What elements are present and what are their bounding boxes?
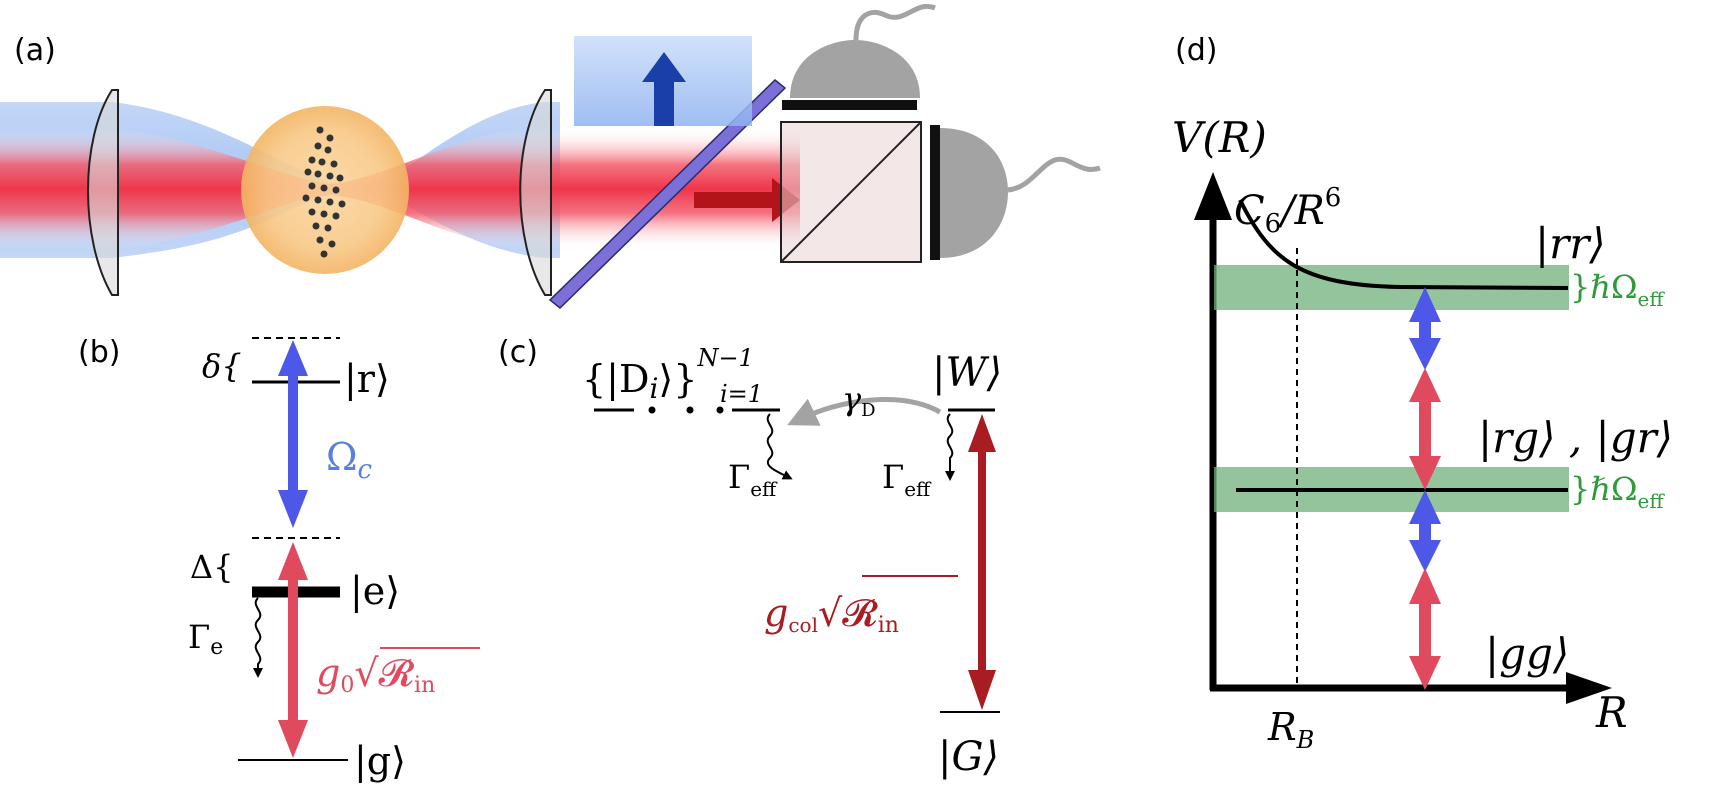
gamma-e-decay bbox=[253, 597, 263, 678]
red-arrow-lower bbox=[1409, 568, 1441, 690]
right-detector bbox=[930, 125, 1101, 260]
gamma-eff-decay-W bbox=[945, 413, 955, 481]
delta-brace: δ{ bbox=[202, 347, 242, 385]
top-detector bbox=[782, 3, 936, 110]
panel-a-label: (a) bbox=[14, 33, 56, 68]
blue-arrow-lower bbox=[1409, 490, 1441, 572]
ket-G-label: |G⟩ bbox=[938, 734, 999, 780]
panel-b: (b) δ{ |r⟩ Ωc Δ{ |e⟩ Γe g0√𝓡in |g⟩ bbox=[78, 335, 480, 783]
dark-states-label: {|Di⟩}N−1 bbox=[582, 344, 754, 405]
potential-label: C6/R6 bbox=[1234, 183, 1341, 239]
right-lens bbox=[519, 89, 552, 296]
ket-g-label: |g⟩ bbox=[354, 739, 406, 783]
panel-d-label: (d) bbox=[1175, 33, 1217, 68]
rb-label: RB bbox=[1267, 705, 1314, 754]
potential-curve bbox=[1238, 199, 1569, 290]
hbar-omega-label-top: }ℏΩeff bbox=[1570, 268, 1665, 311]
panel-c: (c) {|Di⟩}N−1 i=1 Γeff γD |W⟩ Γeff gcol√… bbox=[498, 335, 1002, 780]
ellipsis-dot bbox=[648, 406, 656, 414]
x-axis-arrowhead bbox=[1566, 672, 1612, 704]
panel-c-label: (c) bbox=[498, 335, 538, 370]
ellipsis-dot bbox=[716, 406, 724, 414]
gamma-eff-decay-dark bbox=[766, 413, 793, 480]
gamma-eff-label-W: Γeff bbox=[882, 458, 932, 501]
beam-splitter-diagonal bbox=[780, 121, 922, 263]
atoms bbox=[302, 126, 346, 258]
gamma-e-label: Γe bbox=[188, 618, 223, 660]
g0-arrow bbox=[278, 542, 308, 758]
blue-arrow-upper bbox=[1409, 287, 1441, 370]
dark-states-sub: i=1 bbox=[720, 380, 763, 408]
y-axis-label: V(R) bbox=[1172, 113, 1267, 162]
left-lens bbox=[87, 89, 119, 296]
y-axis-arrowhead bbox=[1194, 172, 1232, 220]
ket-r-label: |r⟩ bbox=[344, 357, 390, 401]
panel-b-label: (b) bbox=[78, 335, 120, 370]
gcol-coupling-label: gcol√𝓡in bbox=[764, 591, 899, 638]
gamma-eff-label-dark: Γeff bbox=[728, 458, 778, 501]
ket-rg-gr-label: |rg⟩ , |gr⟩ bbox=[1478, 413, 1673, 462]
omega-c-label: Ωc bbox=[326, 435, 373, 485]
ket-gg-label: |gg⟩ bbox=[1485, 629, 1569, 678]
dichroic-mirror bbox=[548, 78, 787, 310]
transition-arrows bbox=[1409, 287, 1441, 690]
Delta-brace: Δ{ bbox=[190, 548, 233, 586]
red-arrow-upper bbox=[1409, 368, 1441, 490]
g0-coupling-label: g0√𝓡in bbox=[316, 651, 435, 698]
red-forward-arrow bbox=[694, 178, 800, 222]
ket-W-label: |W⟩ bbox=[932, 350, 1002, 396]
hbar-omega-label-bottom: }ℏΩeff bbox=[1570, 470, 1665, 513]
gcol-arrow bbox=[968, 414, 996, 710]
panel-a: (a) bbox=[0, 3, 1101, 310]
ket-e-label: |e⟩ bbox=[350, 569, 400, 613]
blue-up-arrow bbox=[642, 52, 686, 126]
panel-d: (d) V(R) R C6/R6 RB |rr⟩ |rg⟩ , |gr⟩ |gg… bbox=[1172, 33, 1673, 754]
omega-c-arrow bbox=[278, 340, 308, 528]
gamma-d-label: γD bbox=[842, 380, 876, 421]
gamma-d-arrow bbox=[787, 397, 942, 426]
ellipsis-dot bbox=[686, 406, 694, 414]
ket-rr-label: |rr⟩ bbox=[1535, 219, 1606, 268]
x-axis-label: R bbox=[1595, 688, 1628, 737]
